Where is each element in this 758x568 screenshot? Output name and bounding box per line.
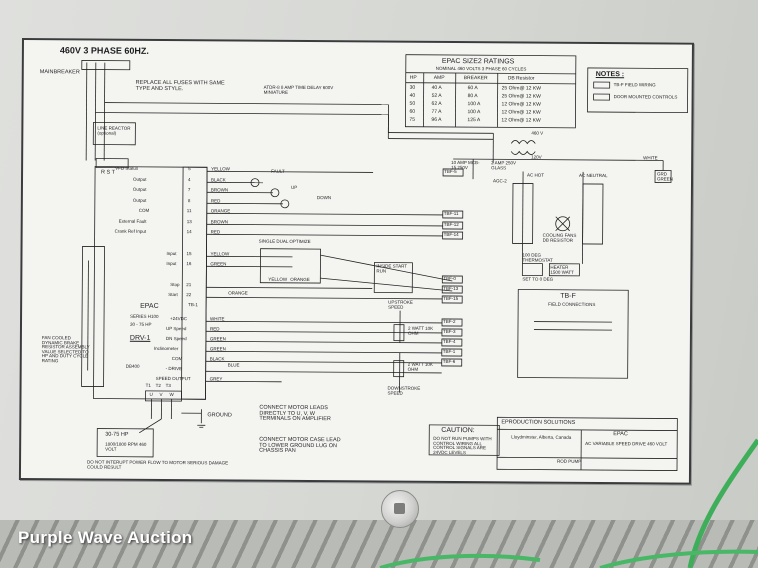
panel-bolt xyxy=(381,490,419,528)
bolt-nut xyxy=(394,503,405,514)
wiring-diagram-sheet: 460V 3 PHASE 60HZ. MAINBREAKER REPLACE A… xyxy=(18,38,694,485)
wiring-lines xyxy=(81,54,689,471)
watermark: Purple Wave Auction xyxy=(18,528,193,547)
